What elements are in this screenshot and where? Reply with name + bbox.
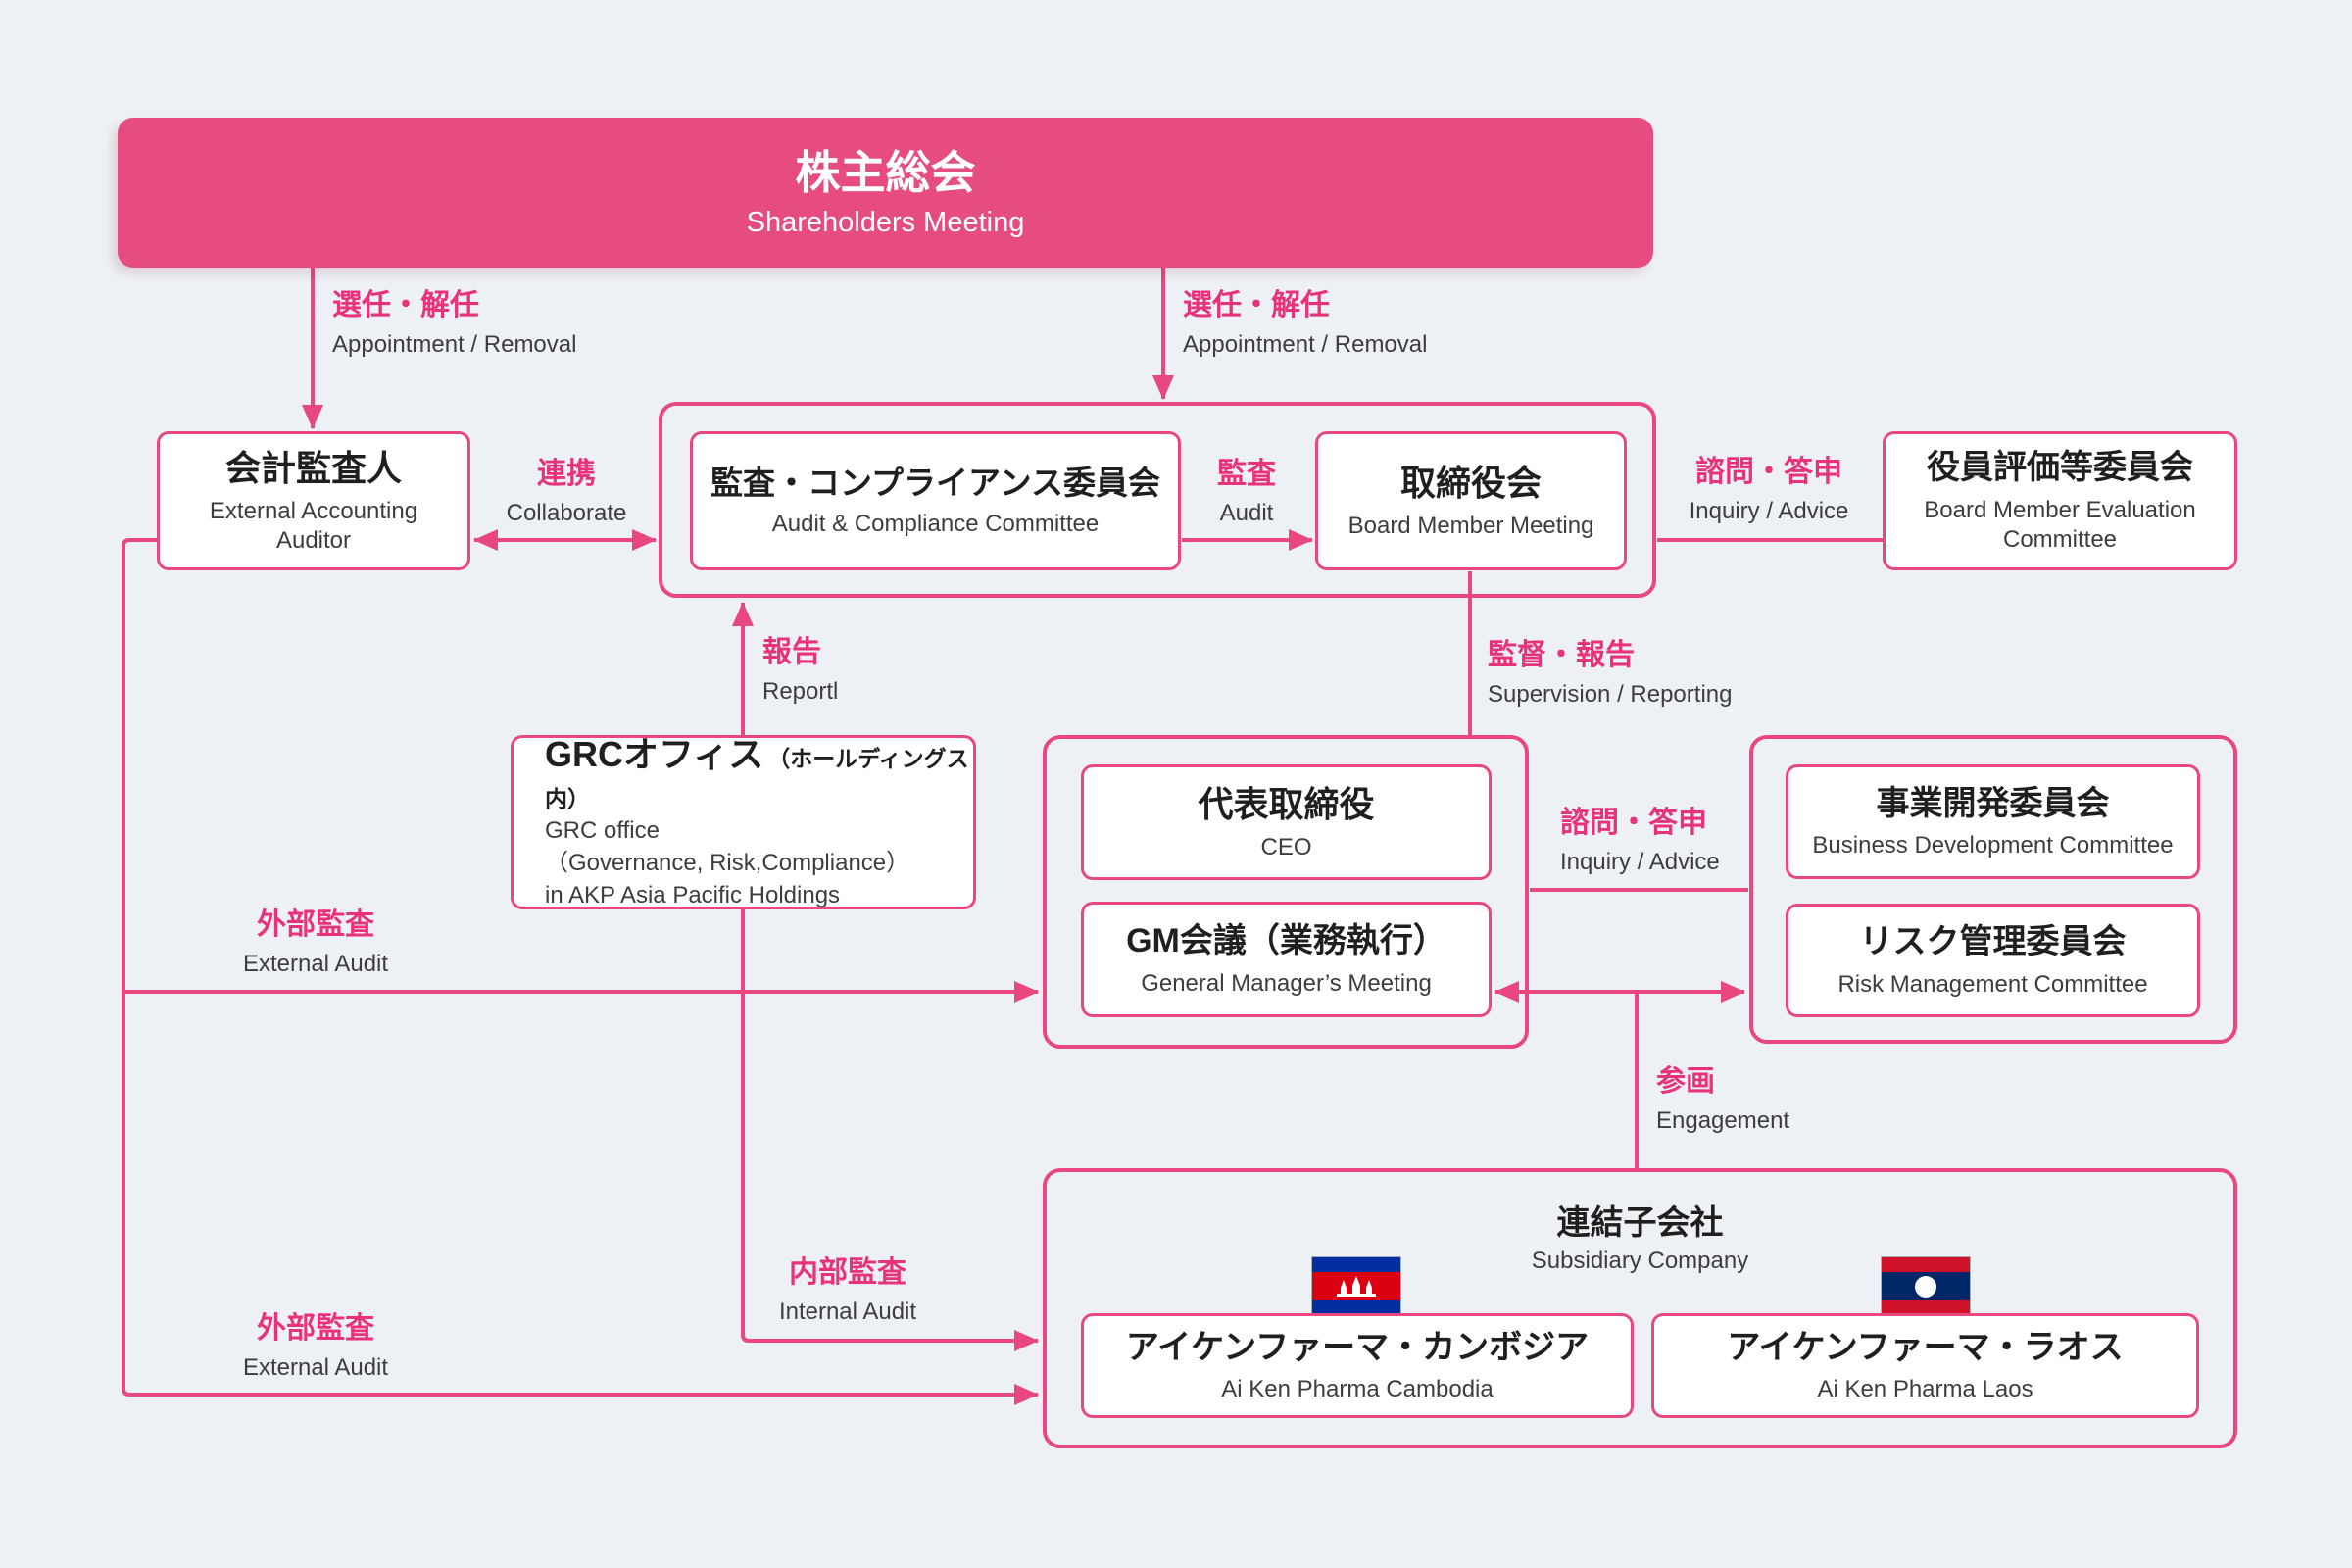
label-internal-audit: 内部監査 Internal Audit bbox=[750, 1255, 946, 1325]
label-external-audit-bottom: 外部監査 External Audit bbox=[218, 1311, 414, 1381]
label-en: Appointment / Removal bbox=[1183, 331, 1428, 358]
committee-group-container bbox=[659, 402, 1656, 598]
node-title-en: Auditor bbox=[275, 527, 352, 554]
node-external-accounting-auditor: 会計監査人 External Accounting Auditor bbox=[157, 431, 470, 570]
label-jp: 諮問・答申 bbox=[1695, 456, 1842, 488]
label-appointment-removal-right: 選任・解任 Appointment / Removal bbox=[1183, 288, 1427, 358]
label-jp: 外部監査 bbox=[257, 1312, 374, 1345]
label-en: Supervision / Reporting bbox=[1488, 681, 1733, 708]
flag-stripe bbox=[1882, 1257, 1970, 1272]
node-risk-management-committee: リスク管理委員会 Risk Management Committee bbox=[1786, 904, 2200, 1017]
node-title-jp: GRCオフィス（ホールディングス内） bbox=[545, 734, 973, 815]
node-title-jp: GM会議（業務執行） bbox=[1126, 922, 1446, 960]
flag-stripe bbox=[1882, 1271, 1970, 1301]
node-ceo: 代表取締役 CEO bbox=[1081, 764, 1492, 880]
label-jp: 監督・報告 bbox=[1488, 639, 1635, 671]
node-title-jp: 代表取締役 bbox=[1198, 784, 1375, 824]
flag-stripe bbox=[1882, 1300, 1970, 1315]
node-ai-ken-pharma-laos: アイケンファーマ・ラオス Ai Ken Pharma Laos bbox=[1651, 1313, 2199, 1418]
node-board-member-evaluation-committee: 役員評価等委員会 Board Member Evaluation Committ… bbox=[1883, 431, 2237, 570]
node-title-en: Board Member Meeting bbox=[1348, 513, 1594, 539]
flag-stripe bbox=[1312, 1300, 1400, 1315]
arrow-internal-audit bbox=[741, 907, 1039, 1351]
node-title-jp: 株主総会 bbox=[795, 146, 976, 198]
node-title-jp: 役員評価等委員会 bbox=[1927, 449, 2193, 487]
node-ai-ken-pharma-cambodia: アイケンファーマ・カンボジア Ai Ken Pharma Cambodia bbox=[1081, 1313, 1634, 1418]
node-title-en: Audit & Compliance Committee bbox=[771, 511, 1100, 538]
executive-group-container bbox=[1043, 735, 1529, 1049]
label-jp: 選任・解任 bbox=[332, 289, 479, 321]
node-title-en: Shareholders Meeting bbox=[746, 207, 1025, 239]
node-title-en: Board Member Evaluation bbox=[1924, 496, 2196, 523]
node-title-jp: 会計監査人 bbox=[224, 448, 402, 488]
label-en: Appointment / Removal bbox=[332, 331, 577, 358]
label-inquiry-advice-top: 諮問・答申 Inquiry / Advice bbox=[1671, 455, 1867, 524]
node-title-en: Ai Ken Pharma Laos bbox=[1817, 1376, 2034, 1403]
label-en: Audit bbox=[1219, 500, 1274, 526]
node-title-jp: リスク管理委員会 bbox=[1859, 923, 2127, 961]
node-title-en: Risk Management Committee bbox=[1838, 970, 2148, 998]
label-en: External Audit bbox=[242, 1354, 389, 1381]
label-external-audit-top: 外部監査 External Audit bbox=[218, 907, 414, 977]
node-title-en: Subsidiary Company bbox=[1531, 1247, 1749, 1274]
grc-title: GRCオフィス bbox=[545, 733, 764, 774]
label-en: Collaborate bbox=[506, 500, 627, 526]
node-title-en: GRC office bbox=[545, 817, 660, 845]
label-supervision-reporting: 監督・報告 Supervision / Reporting bbox=[1488, 638, 1732, 708]
node-title-jp: 監査・コンプライアンス委員会 bbox=[710, 464, 1161, 501]
node-business-development-committee: 事業開発委員会 Business Development Committee bbox=[1786, 764, 2200, 879]
node-shareholders-meeting: 株主総会 Shareholders Meeting bbox=[118, 118, 1653, 268]
label-en: External Audit bbox=[242, 951, 389, 977]
node-grc-office: GRCオフィス（ホールディングス内） GRC office （Governanc… bbox=[511, 734, 976, 909]
node-title-jp: アイケンファーマ・カンボジア bbox=[1125, 1328, 1590, 1366]
label-appointment-removal-left: 選任・解任 Appointment / Removal bbox=[332, 288, 576, 358]
node-title-jp: 事業開発委員会 bbox=[1876, 784, 2110, 822]
label-jp: 参画 bbox=[1656, 1065, 1715, 1098]
label-audit: 監査 Audit bbox=[1149, 457, 1345, 526]
label-engagement: 参画 Engagement bbox=[1656, 1064, 1789, 1134]
cambodia-flag-icon bbox=[1311, 1256, 1401, 1316]
label-en: Reportl bbox=[762, 678, 839, 705]
node-title-en: CEO bbox=[1260, 834, 1312, 860]
laos-moon-icon bbox=[1915, 1275, 1936, 1298]
arrow-external-audit-rail bbox=[122, 538, 1039, 1405]
subsidiary-company-heading: 連結子会社 Subsidiary Company bbox=[1043, 1203, 2237, 1273]
node-title-en: in AKP Asia Pacific Holdings bbox=[545, 881, 841, 908]
advisory-committee-group-container bbox=[1749, 735, 2237, 1044]
label-report: 報告 Reportl bbox=[762, 635, 838, 705]
node-general-managers-meeting: GM会議（業務執行） General Manager’s Meeting bbox=[1081, 902, 1492, 1017]
grc-title-note: （ホールディングス内） bbox=[545, 745, 969, 811]
node-title-en: General Manager’s Meeting bbox=[1141, 969, 1432, 997]
flag-stripe bbox=[1312, 1271, 1400, 1301]
label-jp: 選任・解任 bbox=[1183, 289, 1330, 321]
label-jp: 報告 bbox=[762, 636, 821, 668]
label-jp: 監査 bbox=[1217, 458, 1276, 490]
node-title-en: （Governance, Risk,Compliance） bbox=[545, 850, 910, 877]
label-collaborate: 連携 Collaborate bbox=[468, 457, 664, 526]
label-en: Internal Audit bbox=[778, 1298, 917, 1325]
label-en: Inquiry / Advice bbox=[1689, 498, 1849, 524]
node-audit-compliance-committee: 監査・コンプライアンス委員会 Audit & Compliance Commit… bbox=[690, 431, 1181, 570]
label-inquiry-advice-middle: 諮問・答申 Inquiry / Advice bbox=[1560, 806, 1720, 875]
subsidiary-group-container bbox=[1043, 1168, 2237, 1448]
node-board-member-meeting: 取締役会 Board Member Meeting bbox=[1315, 431, 1627, 570]
node-title-jp: 連結子会社 bbox=[1556, 1204, 1724, 1242]
flag-stripe bbox=[1312, 1257, 1400, 1272]
node-title-en: External Accounting bbox=[209, 498, 418, 524]
laos-flag-icon bbox=[1881, 1256, 1971, 1316]
label-jp: 内部監査 bbox=[789, 1256, 906, 1289]
label-en: Inquiry / Advice bbox=[1560, 849, 1720, 875]
node-title-jp: 取締役会 bbox=[1399, 463, 1542, 503]
label-jp: 諮問・答申 bbox=[1560, 807, 1707, 839]
node-title-en: Ai Ken Pharma Cambodia bbox=[1221, 1376, 1494, 1403]
angkor-wat-icon bbox=[1337, 1275, 1376, 1297]
label-jp: 連携 bbox=[537, 458, 596, 490]
node-title-jp: アイケンファーマ・ラオス bbox=[1727, 1328, 2124, 1366]
label-jp: 外部監査 bbox=[257, 908, 374, 941]
label-en: Engagement bbox=[1656, 1107, 1790, 1134]
node-title-en: Committee bbox=[2002, 525, 2118, 553]
node-title-en: Business Development Committee bbox=[1812, 832, 2174, 859]
